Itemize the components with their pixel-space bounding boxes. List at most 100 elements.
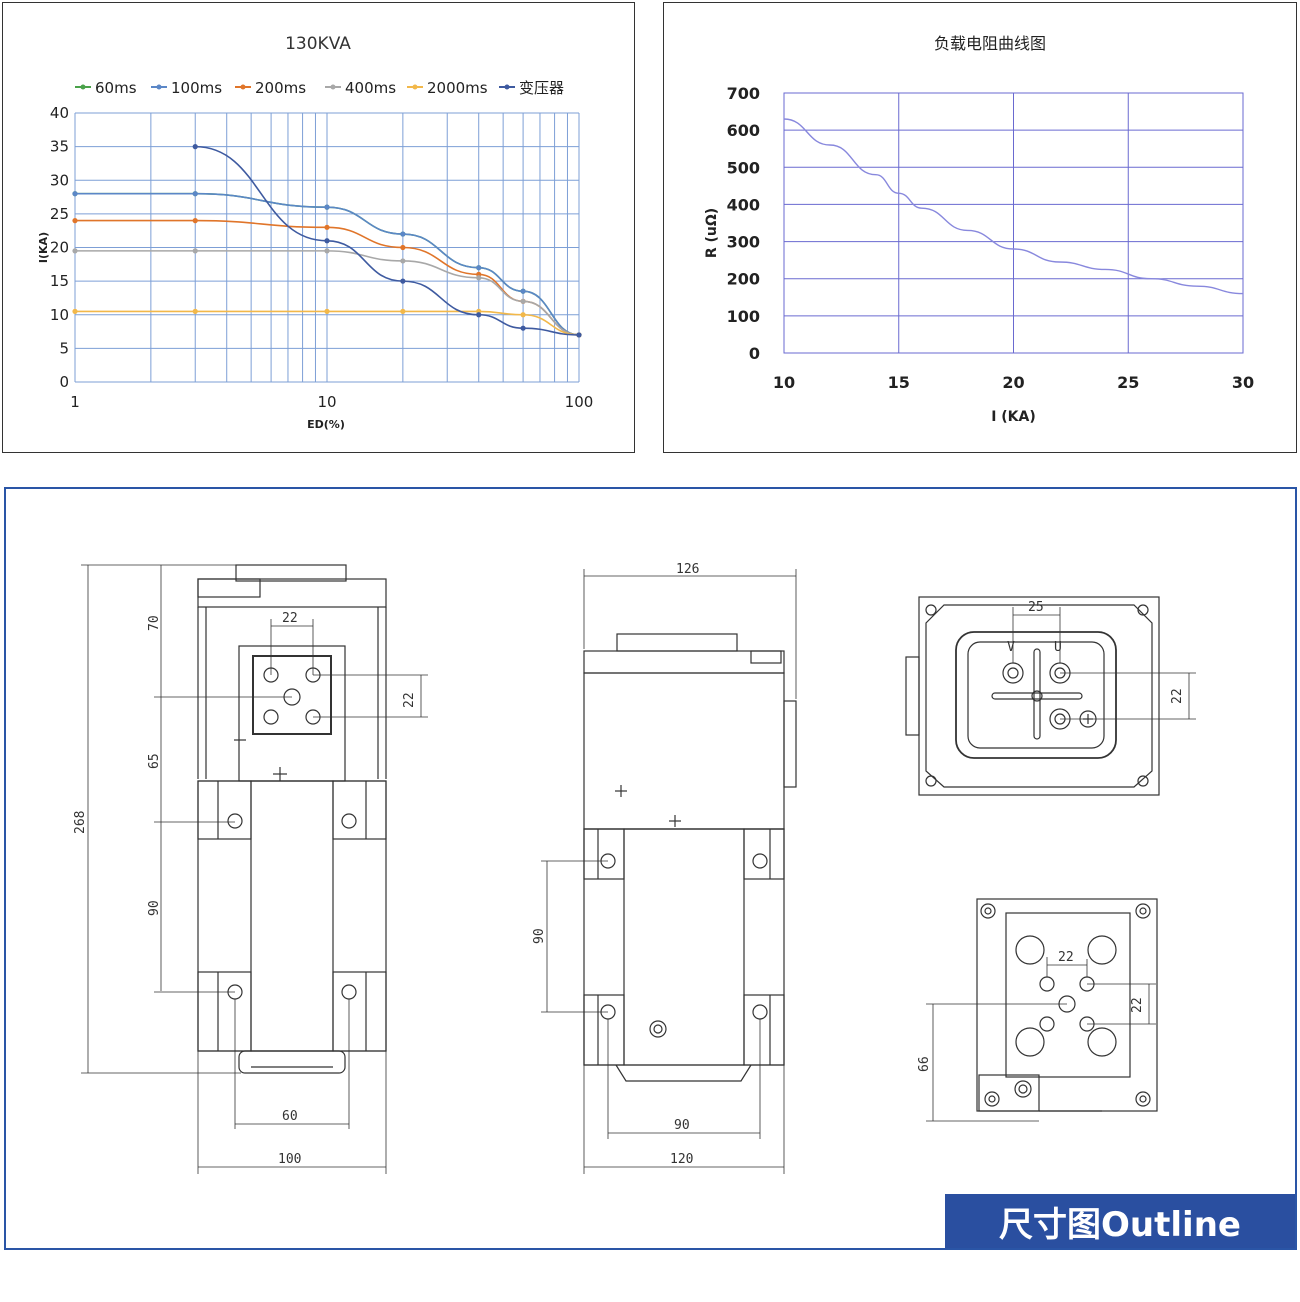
dim-60: 60 <box>282 1109 298 1124</box>
terminal-u: U <box>1054 640 1062 655</box>
dim-126: 126 <box>676 562 699 577</box>
legend-label-60ms: 60ms <box>95 79 137 97</box>
data-point-变压器 <box>400 278 406 284</box>
data-point-200ms <box>400 244 406 251</box>
data-point-2000ms <box>72 308 78 314</box>
series-line-变压器 <box>195 145 580 336</box>
chart-title: 负载电阻曲线图 <box>934 34 1046 53</box>
dim-70: 70 <box>147 615 162 631</box>
data-point-100ms <box>192 191 198 197</box>
dim-90-v: 90 <box>532 928 547 944</box>
y-tick-label: 10 <box>50 306 69 324</box>
chart-title: 130KVA <box>285 34 351 54</box>
dim-100: 100 <box>278 1152 301 1167</box>
legend-marker-200ms <box>240 84 246 90</box>
data-point-2000ms <box>520 312 526 318</box>
legend-marker-2000ms <box>412 84 418 90</box>
legend-label-400ms: 400ms <box>345 79 396 97</box>
x-tick-label: 30 <box>1232 373 1254 392</box>
y-tick-label: 25 <box>50 205 69 223</box>
legend-label-2000ms: 2000ms <box>427 79 488 97</box>
y-tick-label: 5 <box>59 339 69 357</box>
side-view: 126 90 90 120 <box>532 562 797 1174</box>
y-tick-label: 200 <box>727 270 760 289</box>
data-point-2000ms <box>192 308 198 314</box>
dim-22-bottom-h: 22 <box>1058 950 1074 965</box>
data-point-400ms <box>192 248 198 254</box>
dim-25: 25 <box>1028 600 1044 615</box>
x-tick-label: 100 <box>565 393 594 411</box>
outline-drawing-panel: 70 22 22 65 268 90 60 100 <box>4 487 1297 1250</box>
data-point-100ms <box>400 231 406 237</box>
y-tick-label: 20 <box>50 239 69 257</box>
y-tick-label: 0 <box>59 373 69 391</box>
x-axis-label: ED(%) <box>307 418 345 431</box>
legend-label-200ms: 200ms <box>255 79 306 97</box>
y-tick-label: 600 <box>727 121 760 140</box>
data-point-2000ms <box>400 308 406 314</box>
outline-badge: 尺寸图Outline <box>945 1194 1295 1248</box>
dim-22-bottom-v: 22 <box>1130 997 1145 1013</box>
data-point-100ms <box>476 265 482 271</box>
legend-marker-400ms <box>330 84 336 90</box>
data-point-100ms <box>72 191 78 197</box>
front-view: 70 22 22 65 268 90 60 100 <box>73 564 428 1174</box>
legend-marker-60ms <box>80 84 86 90</box>
x-tick-label: 15 <box>888 373 910 392</box>
dim-22-top: 22 <box>1170 688 1185 704</box>
data-point-变压器 <box>476 312 482 318</box>
y-tick-label: 0 <box>749 344 760 363</box>
bottom-view: 22 22 66 <box>917 898 1158 1122</box>
data-point-变压器 <box>324 238 330 244</box>
data-point-变压器 <box>520 325 526 331</box>
y-tick-label: 400 <box>727 195 760 214</box>
data-point-400ms <box>324 248 330 254</box>
x-axis-label: I (KA) <box>991 409 1036 425</box>
data-point-变压器 <box>576 332 582 338</box>
data-point-400ms <box>476 275 482 281</box>
dim-65: 65 <box>147 753 162 769</box>
x-tick-label: 1 <box>70 393 80 411</box>
data-point-100ms <box>520 288 526 294</box>
legend-label-100ms: 100ms <box>171 79 222 97</box>
y-tick-label: 300 <box>727 233 760 252</box>
y-tick-label: 700 <box>727 84 760 103</box>
dim-268: 268 <box>73 811 88 834</box>
y-axis-label: R (uΩ) <box>704 208 720 258</box>
data-point-2000ms <box>324 308 330 314</box>
dim-120: 120 <box>670 1152 693 1167</box>
data-point-200ms <box>72 218 78 224</box>
data-point-200ms <box>324 224 330 230</box>
data-point-400ms <box>400 258 406 264</box>
terminal-v: V <box>1007 640 1015 655</box>
dim-22-h: 22 <box>282 611 298 626</box>
data-point-100ms <box>324 204 330 210</box>
y-axis-label: I(KA) <box>37 232 50 263</box>
data-point-400ms <box>72 248 78 254</box>
data-point-200ms <box>192 218 198 224</box>
x-tick-label: 20 <box>1002 373 1024 392</box>
y-tick-label: 500 <box>727 158 760 177</box>
y-tick-label: 40 <box>50 104 69 122</box>
x-tick-label: 10 <box>773 373 795 392</box>
dim-66: 66 <box>917 1056 932 1072</box>
data-point-变压器 <box>192 144 198 150</box>
y-tick-label: 35 <box>50 138 69 156</box>
dim-22-v: 22 <box>402 692 417 708</box>
legend-marker-100ms <box>156 84 162 90</box>
dim-90-h: 90 <box>674 1118 690 1133</box>
y-tick-label: 15 <box>50 272 69 290</box>
x-tick-label: 10 <box>317 393 336 411</box>
legend-label-变压器: 变压器 <box>519 79 564 97</box>
top-view: 25 22 V U <box>905 596 1196 796</box>
data-point-400ms <box>520 298 526 304</box>
dim-90: 90 <box>147 900 162 916</box>
outline-drawing: 70 22 22 65 268 90 60 100 <box>73 562 1196 1174</box>
series-line-resistance <box>783 118 1244 295</box>
x-tick-label: 25 <box>1117 373 1139 392</box>
legend-marker-变压器 <box>504 84 510 90</box>
